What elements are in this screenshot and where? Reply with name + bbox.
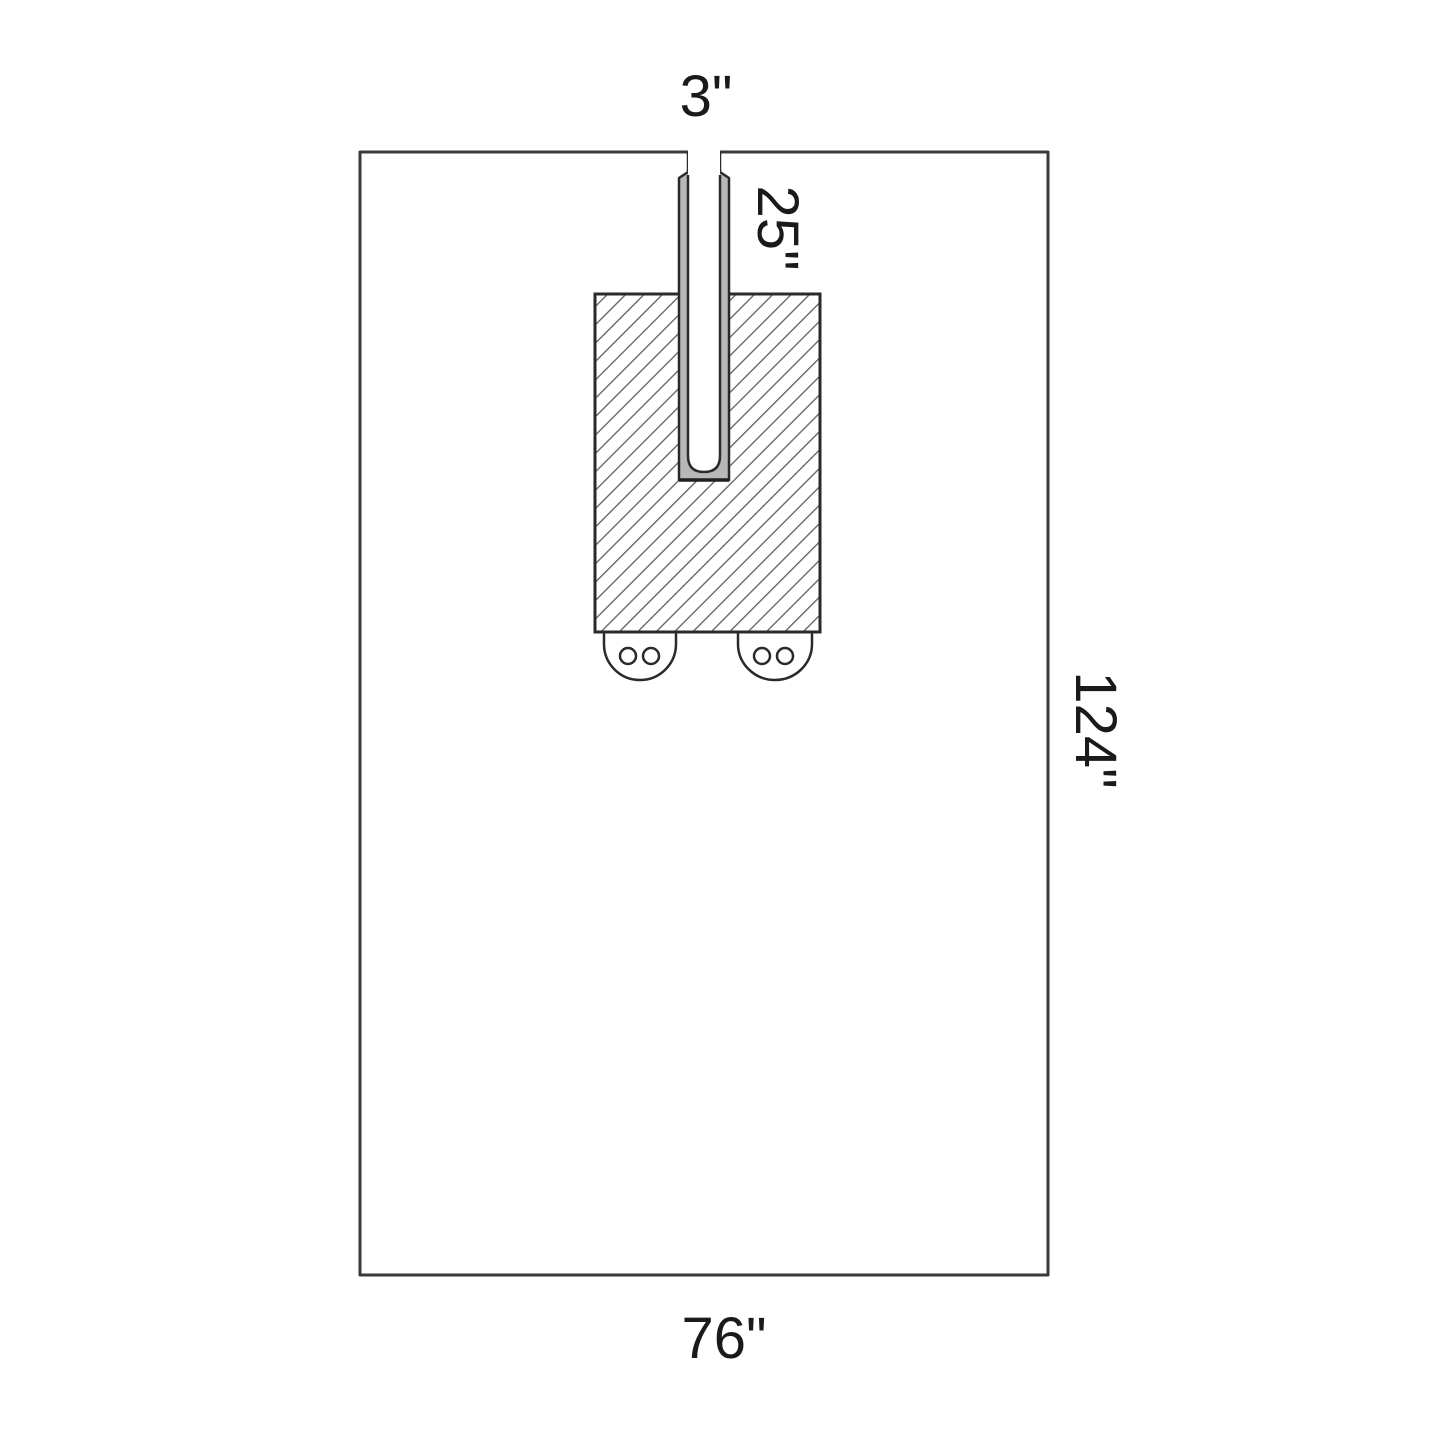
width-label: 76" [681,1306,766,1371]
height-label: 124" [1063,671,1128,788]
slot-length-label: 25" [745,185,810,270]
holder-ring-icon [641,646,661,666]
holder-ring-icon [752,646,772,666]
tube-holder-right [736,632,814,682]
holder-ring-icon [618,646,638,666]
holder-ring-icon [775,646,795,666]
tube-holder-left [602,632,678,682]
fenestration-slot [677,150,731,482]
drape-outline [358,150,1050,1277]
slot-width-label: 3" [680,64,733,129]
